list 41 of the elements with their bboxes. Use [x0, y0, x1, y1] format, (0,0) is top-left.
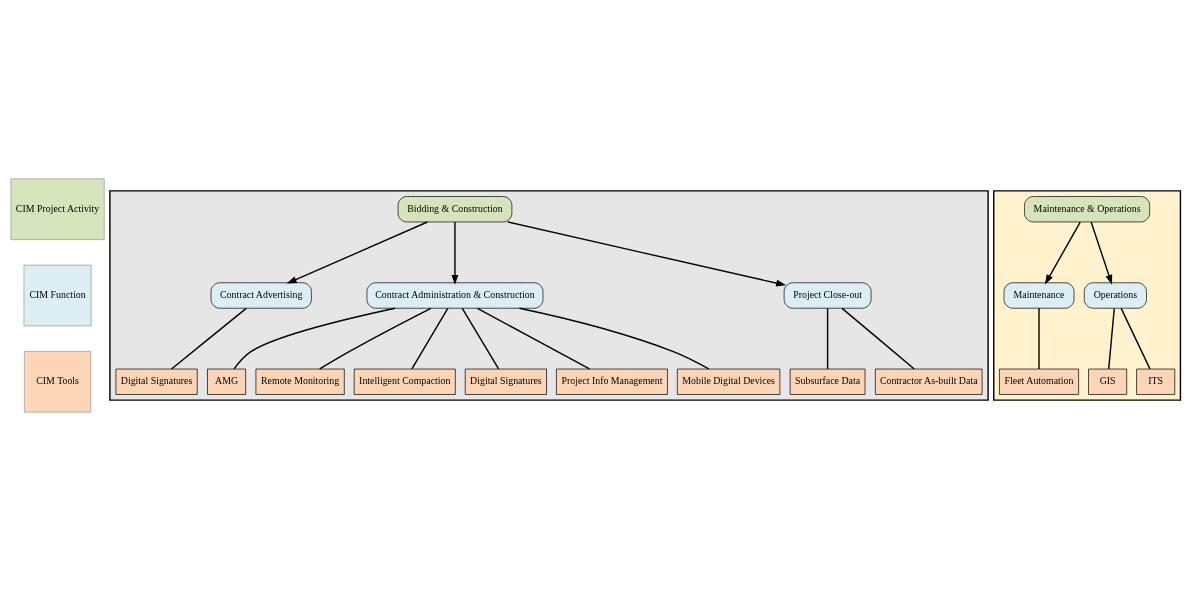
node-box: GIS: [1088, 368, 1128, 395]
node-box: Fleet Automation: [999, 368, 1079, 395]
node-box: CIM Tools: [23, 350, 92, 413]
node-box: Maintenance & Operations: [1024, 195, 1151, 222]
connector: [233, 307, 396, 369]
connector: [170, 307, 247, 370]
connector: [476, 307, 591, 370]
node-box: Contractor As-built Data: [874, 368, 983, 395]
node-box: Project Close-out: [783, 281, 872, 309]
connector: [841, 307, 915, 370]
node-box: Digital Signatures: [115, 368, 198, 395]
node-box: AMG: [207, 368, 246, 395]
node-box: Mobile Digital Devices: [677, 368, 781, 395]
arrow: [507, 220, 787, 287]
node-box: Maintenance: [1003, 281, 1075, 309]
node-box: Project Info Management: [556, 368, 668, 395]
connector: [1108, 307, 1115, 370]
connector: [319, 307, 432, 370]
connector: [411, 307, 449, 370]
node-box: Intelligent Compaction: [353, 368, 456, 395]
node-box: Contract Advertising: [210, 281, 312, 309]
node-box: Digital Signatures: [464, 368, 547, 395]
node-box: CIM Project Activity: [10, 177, 105, 240]
node-box: Remote Monitoring: [255, 368, 345, 395]
arrow: [1090, 220, 1113, 285]
connector: [461, 307, 500, 370]
node-box: Subsurface Data: [789, 368, 866, 395]
connector: [826, 307, 829, 370]
node-box: Contract Administration & Construction: [366, 281, 544, 309]
arrow: [1044, 220, 1081, 284]
connector: [1120, 307, 1151, 370]
arrow: [286, 220, 429, 284]
cluster: [109, 189, 989, 401]
connector: [518, 307, 710, 370]
node-box: Operations: [1083, 281, 1147, 309]
connector: [1038, 307, 1040, 370]
node-box: ITS: [1136, 368, 1176, 395]
arrow: [451, 220, 459, 285]
node-box: CIM Function: [23, 264, 92, 326]
node-box: Bidding & Construction: [397, 195, 513, 222]
cluster: [993, 189, 1182, 401]
